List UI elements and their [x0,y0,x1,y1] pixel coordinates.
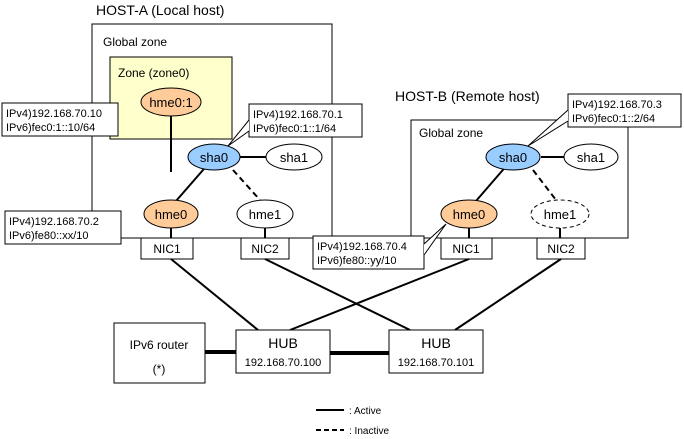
host-a-hme0-1-label: hme0:1 [149,95,192,110]
host-a-sha0-label: sha0 [200,150,228,165]
host-b-hme0-node [440,199,498,229]
host-b-nic1-label: NIC1 [452,242,480,256]
host-a-nic1-box [140,237,194,260]
host-a-hme0-ipv6: IPv6)fe80::xx/10 [9,230,89,242]
host-a-sha0-address-box [248,103,363,138]
hub-1-box [235,329,331,374]
host-b-sha0-ipv4: IPv4)192.168.70.3 [572,99,662,111]
host-b-hme1-node [530,199,590,229]
ipv6-router-note: (*) [153,362,166,376]
link-hme0-sha0-b [475,163,509,202]
host-a-sha1-node [265,143,323,171]
hub-2-box [388,329,484,374]
ipv6-router-box [113,322,206,384]
host-b-hme0-label: hme0 [453,207,486,222]
host-b-sha0-ipv6: IPv6)fec0:1::2/64 [572,113,655,125]
host-a-sha0-ipv6: IPv6)fec0:1::1/64 [253,123,336,135]
zone0-label: Zone (zone0) [118,66,189,80]
host-b-sha1-label: sha1 [577,150,605,165]
host-b-sha0-label: sha0 [499,150,527,165]
host-b-sha0-callout-pointer [527,109,569,147]
host-b-nic2-label: NIC2 [547,242,575,256]
host-b-sha0-node [485,143,541,171]
host-a-sha0-callout-pointer [227,119,250,147]
link-nic2-b-hub2 [454,258,562,331]
host-a-sha0-ipv4: IPv4)192.168.70.1 [253,109,343,121]
host-a-hme0-1-address-box [1,102,119,137]
host-b-hme0-ipv4: IPv4)192.168.70.4 [317,241,407,253]
host-b-global-zone-label: Global zone [419,126,483,140]
host-a-hme1-node [236,199,294,229]
link-sha0-hme1-b [532,169,557,201]
host-a-nic2-label: NIC2 [251,242,279,256]
host-b-hme0-ipv6: IPv6)fe80::yy/10 [317,255,397,267]
host-b-title: HOST-B (Remote host) [395,88,540,104]
host-a-global-zone-label: Global zone [103,35,167,49]
link-nic2-a-hub2 [264,258,411,331]
host-a-hme0-label: hme0 [155,207,188,222]
host-a-hme0-address-box [4,210,122,245]
ipv6-router-label: IPv6 router [130,338,189,352]
hub-2-ip: 192.168.70.101 [398,357,474,369]
legend-active-label: : Active [349,406,382,417]
hub-2-label: HUB [421,335,451,351]
link-nic1-b-hub1 [289,258,470,331]
legend-inactive-label: : Inactive [349,426,389,437]
host-a-sha1-label: sha1 [280,150,308,165]
host-a-hme0-1-ipv4: IPv4)192.168.70.10 [6,108,102,120]
host-b-hme1-label: hme1 [544,207,577,222]
hub-1-label: HUB [268,335,298,351]
host-a-hme1-label: hme1 [249,207,282,222]
host-a-hme0-ipv4: IPv4)192.168.70.2 [9,216,99,228]
host-a-sha0-node [187,143,241,171]
host-b-hme0-address-box [312,235,425,270]
hub-1-ip: 192.168.70.100 [245,357,321,369]
host-b-hme0-callout-pointer [423,223,447,256]
link-sha0-hme1-a [232,169,261,201]
host-a-nic1-label: NIC1 [153,242,181,256]
host-a-hme0-node [143,199,199,229]
host-b-sha0-address-box [567,93,682,128]
link-nic1-a-hub1 [170,258,259,331]
host-a-title: HOST-A (Local host) [96,2,224,18]
host-a-hme0-1-node [140,87,202,117]
host-a-hme0-1-ipv6: IPv6)fec0:1::10/64 [6,122,95,134]
host-b-sha1-node [563,143,619,171]
